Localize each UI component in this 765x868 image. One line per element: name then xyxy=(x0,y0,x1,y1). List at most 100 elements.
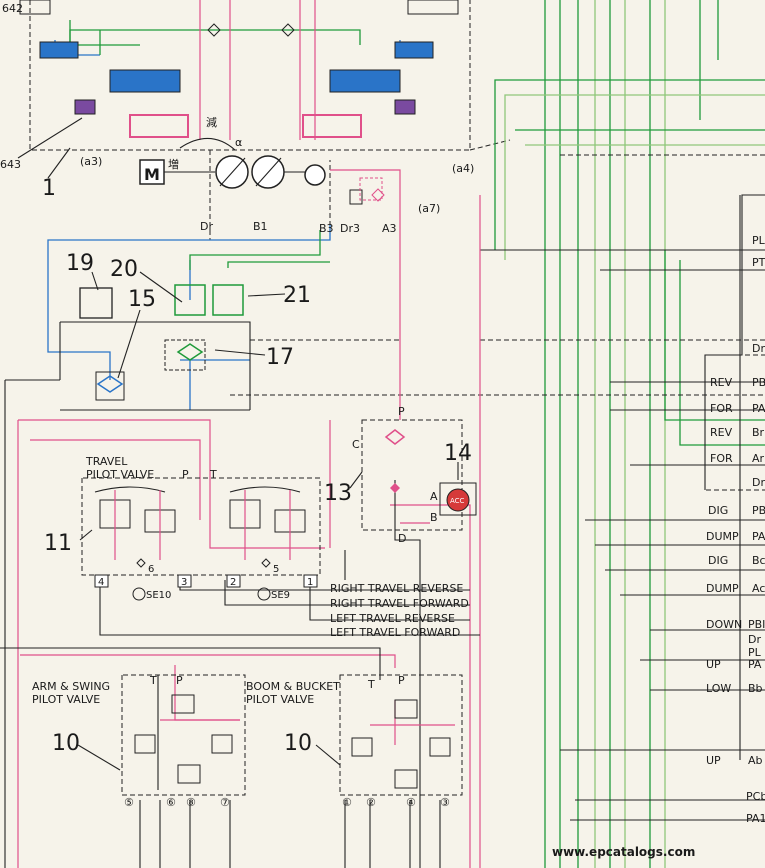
arm-title-1: ARM & SWING xyxy=(32,680,110,693)
sensor-se10: SE10 xyxy=(146,590,171,601)
pump-labels: M α 増 減 Dr B1 B3 Dr3 A3 (a3) (a4) (a7) xyxy=(80,115,474,235)
travel-title-1: TRAVEL xyxy=(85,455,128,468)
right-rev-1: REV xyxy=(710,376,733,389)
right-dr-3: Dr xyxy=(748,633,761,646)
right-dig-2: DIG xyxy=(708,554,728,567)
right-down: DOWN xyxy=(706,618,742,631)
right-pl: PL xyxy=(752,234,765,247)
motor-label: M xyxy=(144,165,160,184)
label-10-arm: 10 xyxy=(52,731,80,756)
manifold-group xyxy=(361,419,477,531)
right-pa1: PA1 xyxy=(746,812,765,825)
right-dump-1: DUMP xyxy=(706,530,739,543)
right-pbi: PBI xyxy=(748,618,765,631)
ref-a3: (a3) xyxy=(80,155,102,168)
right-ab: Ab xyxy=(748,754,763,767)
boom-port-p: P xyxy=(398,674,405,687)
label-17: 17 xyxy=(266,345,294,370)
right-pb: PB xyxy=(752,376,765,389)
travel-pilot-valve-box xyxy=(81,477,321,601)
right-ar: Ar xyxy=(752,452,765,465)
label-11: 11 xyxy=(44,531,72,556)
right-side-labels: PL PT Dr REV PB FOR PA REV Br FOR Ar Dr … xyxy=(706,234,765,825)
leader-lines xyxy=(17,117,459,771)
arm-port-8: ⑧ xyxy=(186,796,196,809)
boom-port-1: ① xyxy=(342,796,352,809)
boom-bucket-valve-box xyxy=(339,674,463,796)
travel-num-5: 5 xyxy=(273,564,279,575)
ref-a4: (a4) xyxy=(452,162,474,175)
port-b1: B1 xyxy=(253,220,268,233)
port-dr: Dr xyxy=(200,220,213,233)
travel-valve-labels: TRAVEL PILOT VALVE P T 6 5 SE10 SE9 4 3 … xyxy=(85,455,313,601)
label-1: 1 xyxy=(42,176,56,201)
arm-port-t: T xyxy=(149,674,157,687)
filter-group xyxy=(59,284,251,411)
boom-port-3: ③ xyxy=(440,796,450,809)
right-up-1: UP xyxy=(706,658,721,671)
right-pa-3: PA xyxy=(748,658,762,671)
port-dr3: Dr3 xyxy=(340,222,360,235)
travel-port-1: 1 xyxy=(307,577,313,588)
alpha-label: α xyxy=(235,136,242,149)
travel-port-3: 3 xyxy=(181,577,187,588)
manifold-port-p: P xyxy=(398,405,405,418)
right-for-2: FOR xyxy=(710,452,733,465)
right-pl-2: PL xyxy=(748,646,762,659)
right-ac: Ac xyxy=(752,582,765,595)
boom-port-t: T xyxy=(367,678,375,691)
right-pa: PA xyxy=(752,402,765,415)
boom-title-2: PILOT VALVE xyxy=(246,693,314,706)
label-643: 643 xyxy=(0,158,21,171)
label-642: 642 xyxy=(2,2,23,15)
arm-swing-valve-box xyxy=(121,674,246,796)
right-pa-2: PA xyxy=(752,530,765,543)
sensor-se9: SE9 xyxy=(271,590,290,601)
arm-port-p: P xyxy=(176,674,183,687)
right-low: LOW xyxy=(706,682,731,695)
boom-title-1: BOOM & BUCKET xyxy=(246,680,340,693)
arm-port-7: ⑦ xyxy=(220,796,230,809)
arm-port-6: ⑥ xyxy=(166,796,176,809)
right-pt: PT xyxy=(752,256,765,269)
manifold-port-d: D xyxy=(398,532,406,545)
right-for-1: FOR xyxy=(710,402,733,415)
boom-port-4: ④ xyxy=(406,796,416,809)
travel-port-4: 4 xyxy=(98,577,104,588)
line-right-travel-reverse: RIGHT TRAVEL REVERSE xyxy=(330,582,463,595)
line-right-travel-forward: RIGHT TRAVEL FORWARD xyxy=(330,597,469,610)
ref-a7: (a7) xyxy=(418,202,440,215)
accumulator-label: ACC xyxy=(450,497,465,505)
port-b3: B3 xyxy=(319,222,334,235)
watermark-text: www.epcatalogs.com xyxy=(552,845,695,859)
right-dump-2: DUMP xyxy=(706,582,739,595)
travel-num-6: 6 xyxy=(148,564,154,575)
right-dr: Dr xyxy=(752,342,765,355)
right-dr-2: Dr xyxy=(752,476,765,489)
travel-port-t: T xyxy=(209,468,217,481)
label-15: 15 xyxy=(128,287,156,312)
label-21: 21 xyxy=(283,283,311,308)
pump-group xyxy=(139,137,385,205)
arm-valve-labels: ARM & SWING PILOT VALVE T P ⑤ ⑥ ⑧ ⑦ xyxy=(32,674,230,809)
increase-label: 増 xyxy=(168,158,179,171)
decrease-label: 減 xyxy=(206,115,217,129)
manifold-port-a: A xyxy=(430,490,438,503)
travel-title-2: PILOT VALVE xyxy=(86,468,154,481)
arm-port-5: ⑤ xyxy=(124,796,134,809)
right-up-2: UP xyxy=(706,754,721,767)
label-13: 13 xyxy=(324,481,352,506)
label-10-boom: 10 xyxy=(284,731,312,756)
boom-port-2: ② xyxy=(366,796,376,809)
port-a3: A3 xyxy=(382,222,397,235)
travel-port-2: 2 xyxy=(230,577,236,588)
manifold-port-b: B xyxy=(430,511,438,524)
right-dig-1: DIG xyxy=(708,504,728,517)
boom-valve-labels: BOOM & BUCKET PILOT VALVE T P ① ② ④ ③ xyxy=(246,674,450,809)
line-left-travel-reverse: LEFT TRAVEL REVERSE xyxy=(330,612,455,625)
label-19: 19 xyxy=(66,251,94,276)
component-numbers: 642 643 1 19 20 21 15 17 14 13 11 10 10 xyxy=(0,2,472,756)
right-bc: Bc xyxy=(752,554,765,567)
